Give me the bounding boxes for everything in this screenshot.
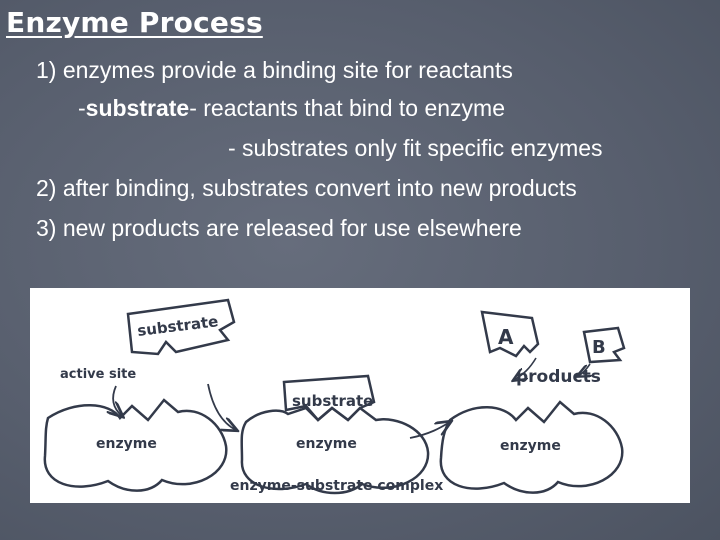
- products-arrow-b: [578, 363, 590, 376]
- point-1: 1) enzymes provide a binding site for re…: [36, 57, 513, 83]
- enzyme-label-1: enzyme: [96, 436, 157, 452]
- active-site-arrow: [113, 385, 122, 416]
- substrate-dash: -: [78, 95, 86, 121]
- products-label: products: [516, 367, 601, 387]
- enzyme-shape-1: [43, 398, 228, 492]
- substrate-shape: [126, 298, 236, 356]
- product-b-shape: [582, 326, 626, 364]
- enzyme-diagram: substrate active site enzyme substrate e…: [30, 288, 690, 503]
- product-a-label: A: [498, 325, 514, 349]
- enzyme-label-3: enzyme: [500, 438, 561, 454]
- enzyme-shape-3: [439, 400, 624, 494]
- binding-arrow: [207, 383, 236, 430]
- point-2: 2) after binding, substrates convert int…: [36, 175, 577, 201]
- enzyme-label-2: enzyme: [296, 436, 357, 452]
- active-site-label: active site: [60, 367, 136, 382]
- slide-title: Enzyme Process: [6, 6, 263, 39]
- product-b-label: B: [592, 337, 606, 358]
- products-arrow-a: [514, 357, 537, 380]
- product-a-shape: [480, 310, 540, 358]
- substrate-label: substrate: [136, 312, 219, 340]
- substrate-term: substrate: [85, 95, 190, 121]
- substrate-definition: -substrate- reactants that bind to enzym…: [78, 94, 505, 122]
- enzyme-shape-2: [240, 406, 430, 495]
- point-3: 3) new products are released for use els…: [36, 215, 522, 241]
- complex-label: enzyme-substrate complex: [230, 478, 443, 494]
- enzyme-diagram-svg: substrate active site enzyme substrate e…: [43, 298, 626, 495]
- bound-substrate-label: substrate: [292, 392, 373, 410]
- substrate-definition-text: - reactants that bind to enzyme: [189, 95, 505, 121]
- substrate-specificity: - substrates only fit specific enzymes: [228, 135, 603, 161]
